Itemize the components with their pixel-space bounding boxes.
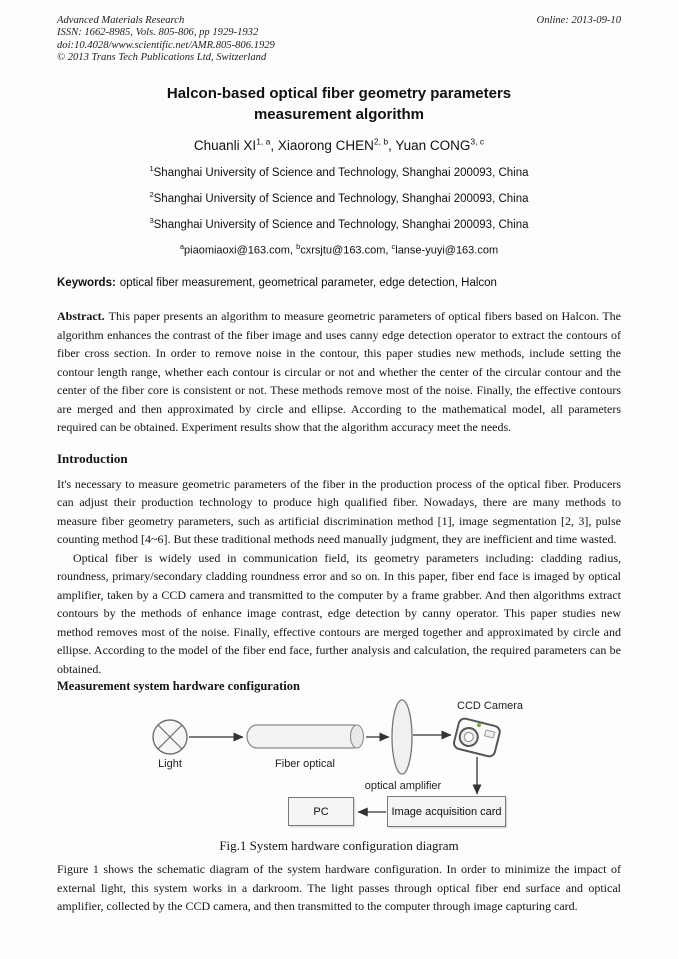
journal-info: Advanced Materials Research ISSN: 1662-8… (57, 15, 275, 65)
pc-box: PC (288, 797, 354, 827)
author-sup: 2, b (373, 136, 389, 147)
paper-title-line1: Halcon-based optical fiber geometry para… (166, 84, 512, 102)
image-acquisition-card-box: Image acquisition card (387, 796, 506, 828)
author: , Xiaorong CHEN2, b (270, 136, 389, 154)
ccd-camera-icon (453, 717, 501, 758)
abstract: Abstract.This paper presents an algorith… (57, 307, 621, 437)
affiliation-text: Shanghai University of Science and Techn… (153, 192, 529, 205)
keywords-text: optical fiber measurement, geometrical p… (119, 277, 497, 290)
abstract-text: This paper presents an algorithm to meas… (57, 309, 621, 435)
doi-line: doi:10.4028/www.scientific.net/AMR.805-8… (57, 39, 275, 51)
label-light: Light (158, 758, 182, 771)
keywords-line: Keywords:optical fiber measurement, geom… (57, 276, 621, 290)
paper-title: Halcon-based optical fiber geometry para… (57, 83, 621, 126)
journal-name: Advanced Materials Research (57, 15, 185, 26)
abstract-label: Abstract. (57, 309, 105, 324)
journal-header: Advanced Materials Research ISSN: 1662-8… (57, 15, 621, 65)
affiliations: 1Shanghai University of Science and Tech… (57, 162, 621, 257)
issn-line: ISSN: 1662-8985, Vols. 805-806, pp 1929-… (57, 27, 259, 39)
figure1-shapes (152, 699, 501, 817)
affiliation: 1Shanghai University of Science and Tech… (57, 162, 621, 180)
author: , Yuan CONG3, c (388, 136, 485, 154)
affiliation-text: Shanghai University of Science and Techn… (153, 218, 529, 231)
author: Chuanli XI1, a (193, 136, 271, 154)
measurement-paragraph: Figure 1 shows the schematic diagram of … (57, 862, 621, 914)
introduction-paragraph-1: It's necessary to measure geometric para… (57, 476, 621, 547)
author-sup: 1, a (256, 136, 271, 147)
email-sup: b (296, 241, 301, 251)
author-name: Chuanli XI (193, 138, 257, 154)
keywords-label: Keywords: (57, 277, 116, 290)
label-optical-amplifier: optical amplifier (364, 780, 442, 793)
fiber-cylinder (246, 724, 365, 749)
email-text: lanse-yuyi@163.com (395, 244, 499, 257)
section-heading-measurement: Measurement system hardware configuratio… (57, 679, 300, 694)
affiliation-sup: 1 (149, 164, 154, 174)
affiliation: 3Shanghai University of Science and Tech… (57, 214, 621, 232)
email-text: piaomiaoxi@163.com, (184, 244, 297, 257)
author-emails: apiaomiaoxi@163.com, bcxrsjtu@163.com, c… (57, 240, 621, 258)
author-name: , Yuan CONG (388, 138, 471, 154)
paper-title-line2: measurement algorithm (253, 106, 425, 124)
copyright-line: © 2013 Trans Tech Publications Ltd, Swit… (57, 52, 267, 64)
affiliation: 2Shanghai University of Science and Tech… (57, 188, 621, 206)
author-name: , Xiaorong CHEN (270, 138, 374, 154)
label-ccd-camera: CCD Camera (457, 700, 524, 713)
affiliation-sup: 3 (149, 215, 154, 225)
email-sup: c (391, 241, 396, 251)
label-fiber-optical: Fiber optical (275, 758, 335, 771)
online-date: Online: 2013-09-10 (536, 15, 621, 26)
author-sup: 3, c (470, 136, 485, 147)
email-sup: a (179, 241, 185, 251)
figure1-caption: Fig.1 System hardware configuration diag… (219, 838, 459, 854)
lens-icon (391, 699, 413, 775)
affiliation-sup: 2 (149, 189, 154, 199)
section-heading-introduction: Introduction (57, 450, 128, 466)
authors-line: Chuanli XI1, a, Xiaorong CHEN2, b, Yuan … (57, 137, 621, 154)
email-text: cxrsjtu@163.com, (300, 244, 392, 257)
figure1-diagram: Light Fiber optical optical amplifier CC… (57, 697, 621, 835)
affiliation-text: Shanghai University of Science and Techn… (153, 166, 529, 179)
introduction-paragraph-2: Optical fiber is widely used in communic… (57, 550, 621, 676)
light-source-icon (152, 719, 188, 755)
